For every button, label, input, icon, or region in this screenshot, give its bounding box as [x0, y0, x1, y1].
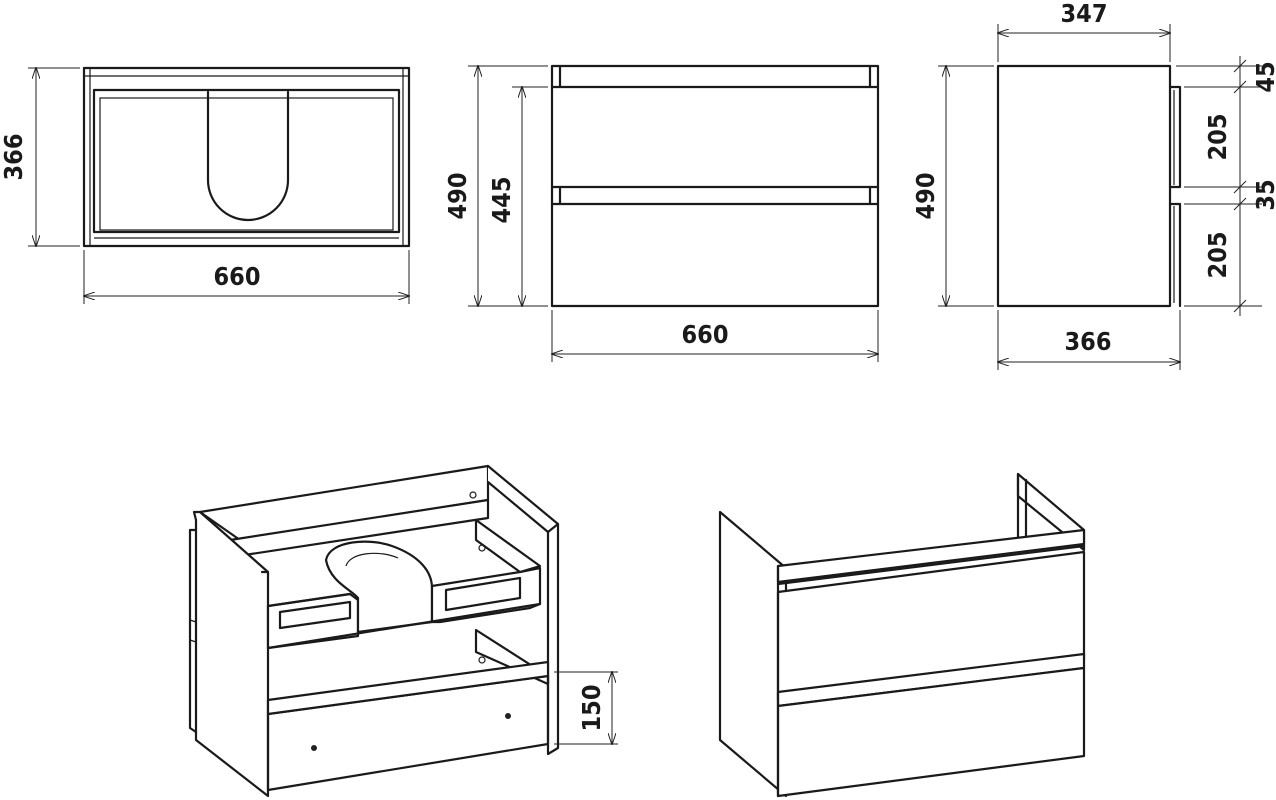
side-view: 347 490 366 45: [911, 0, 1276, 370]
front-view: 490 445 660: [443, 64, 880, 362]
front-view-total-height-dimension: 490: [443, 66, 548, 306]
side-view-depth-top-label: 347: [1061, 0, 1108, 28]
side-view-drawer-chain-dimension: 45 205 35 205: [1176, 56, 1276, 316]
top-view: 366 660: [0, 66, 411, 304]
iso-drawer-front-label: 150: [577, 685, 606, 732]
side-view-depth-top-dimension: 347: [998, 0, 1170, 62]
isometric-open-frame: 150: [188, 464, 618, 798]
front-view-total-height-label: 490: [443, 173, 472, 220]
front-view-drawers-height-label: 445: [487, 177, 516, 224]
top-view-width-label: 660: [214, 262, 261, 291]
top-view-depth-dimension: 366: [0, 68, 80, 246]
front-view-width-label: 660: [682, 320, 729, 349]
side-view-outline: [996, 64, 1182, 308]
iso-drawer-front-dimension: 150: [554, 672, 618, 744]
top-view-depth-label: 366: [0, 134, 28, 181]
side-view-gap-middle-label: 35: [1251, 179, 1276, 210]
front-view-outline: [550, 64, 880, 308]
side-view-height-label: 490: [911, 173, 940, 220]
side-view-gap-top-label: 45: [1251, 61, 1276, 92]
side-view-drawer-lower-label: 205: [1203, 232, 1232, 279]
side-view-depth-bottom-dimension: 366: [998, 310, 1180, 370]
side-view-depth-bottom-label: 366: [1065, 327, 1112, 356]
front-view-width-dimension: 660: [552, 310, 878, 362]
top-view-outline: [82, 66, 411, 248]
top-view-width-dimension: 660: [84, 250, 409, 304]
side-view-height-dimension: 490: [911, 66, 994, 306]
side-view-drawer-upper-label: 205: [1203, 114, 1232, 161]
front-view-drawers-height-dimension: 445: [487, 87, 548, 306]
isometric-closed-cabinet: [718, 472, 1086, 798]
